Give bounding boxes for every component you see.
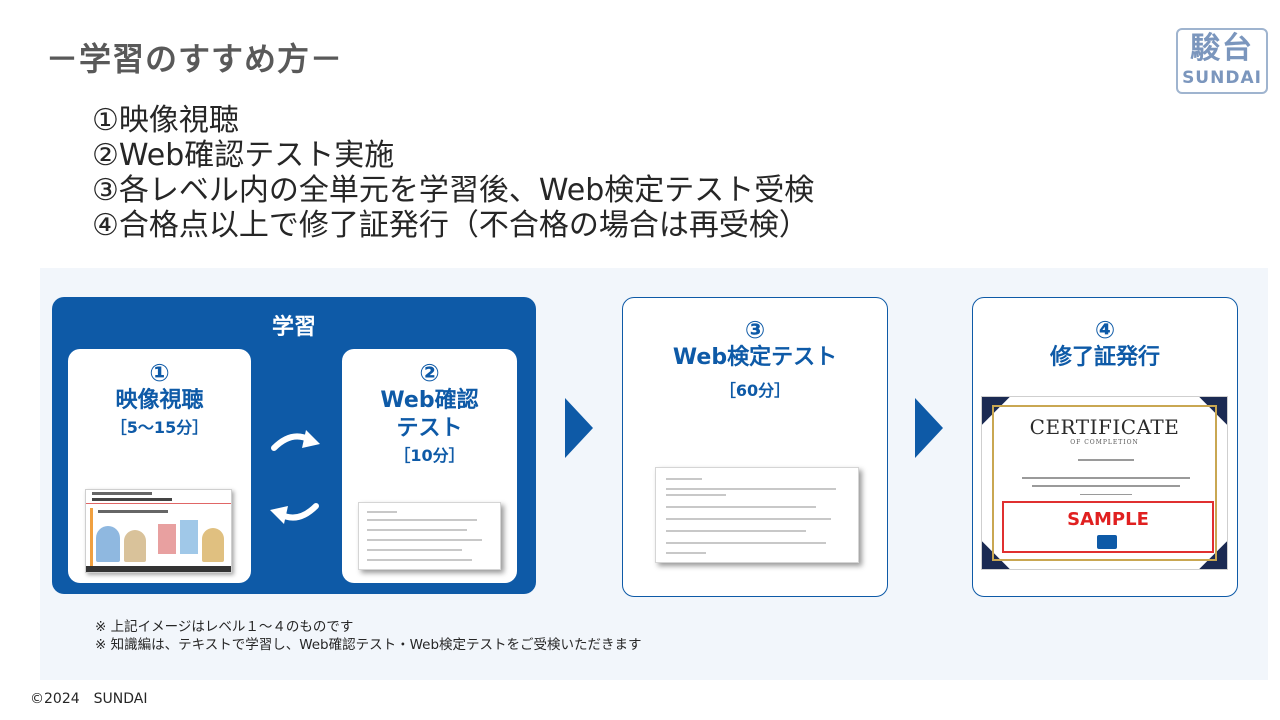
study-label: 学習	[271, 315, 316, 340]
web-check-duration: ［10分］	[394, 446, 465, 465]
steps-list: ①映像視聴 ②Web確認テスト実施 ③各レベル内の全単元を学習後、Web検定テス…	[92, 103, 814, 243]
step-item: ④合格点以上で修了証発行（不合格の場合は再受検）	[92, 208, 809, 243]
sample-stamp: SAMPLE	[1002, 501, 1214, 553]
video-title: 映像視聴	[115, 388, 204, 413]
web-exam-test-thumbnail	[655, 467, 859, 563]
certificate-sample-image: CERTIFICATE OF COMPLETION SAMPLE	[981, 396, 1228, 570]
web-exam-step-number: ③	[744, 316, 766, 344]
cycle-arrow-right-icon	[271, 430, 320, 451]
web-check-title-line2: テスト	[396, 416, 463, 441]
step-item: ③各レベル内の全単元を学習後、Web検定テスト受検	[92, 173, 815, 208]
video-lecture-thumbnail	[85, 489, 232, 573]
sample-label: SAMPLE	[1067, 509, 1149, 530]
page-title: －学習のすすめ方－	[46, 40, 344, 78]
web-check-title-line1: Web確認	[380, 388, 479, 413]
cycle-arrow-left-icon	[270, 503, 319, 524]
certificate-seal-icon	[1097, 535, 1117, 549]
web-check-test-thumbnail	[358, 502, 501, 570]
logo-kanji: 駿台	[1190, 31, 1254, 66]
notes: ※ 上記イメージはレベル１～４のものです ※ 知識編は、テキストで学習し、Web…	[95, 618, 642, 654]
web-exam-title: Web検定テスト	[672, 345, 838, 370]
certificate-step-number: ④	[1094, 316, 1116, 344]
certificate-subheading: OF COMPLETION	[1070, 439, 1139, 446]
flow-arrow-icon	[565, 398, 593, 458]
video-duration: ［5～15分］	[110, 418, 209, 437]
note-item: ※ 知識編は、テキストで学習し、Web確認テスト・Web検定テストをご受検いただ…	[95, 637, 642, 653]
step-item: ②Web確認テスト実施	[92, 138, 395, 173]
certificate-title: 修了証発行	[1049, 345, 1160, 370]
web-check-step-number: ②	[419, 359, 440, 387]
web-exam-duration: ［60分］	[719, 381, 791, 400]
note-item: ※ 上記イメージはレベル１～４のものです	[95, 619, 354, 635]
certificate-heading: CERTIFICATE	[1029, 415, 1180, 439]
copyright: ©2024 SUNDAI	[30, 691, 148, 707]
step-item: ①映像視聴	[92, 103, 239, 138]
flow-arrow-icon	[915, 398, 943, 458]
video-step-number: ①	[149, 359, 170, 387]
sundai-logo: 駿台 SUNDAI	[1176, 28, 1268, 94]
logo-roman: SUNDAI	[1182, 68, 1262, 88]
